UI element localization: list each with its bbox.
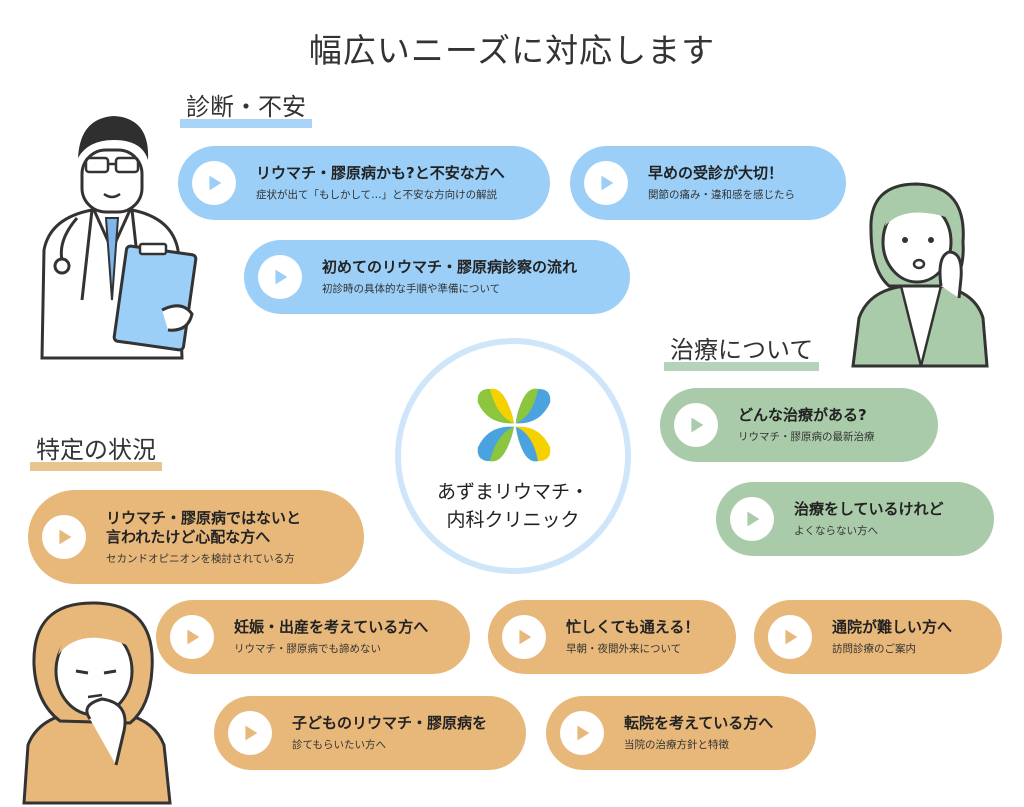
- play-icon: [768, 615, 812, 659]
- play-icon: [192, 161, 236, 205]
- card-subtitle: 関節の痛み・違和感を感じたら: [648, 189, 795, 201]
- play-icon: [560, 711, 604, 755]
- card-title-line2: 言われたけど心配な方へ: [106, 527, 271, 546]
- card-home-visit[interactable]: 通院が難しい方へ 訪問診療のご案内: [754, 600, 1002, 674]
- card-subtitle: 早朝・夜間外来について: [566, 643, 682, 655]
- play-icon: [584, 161, 628, 205]
- card-second-opinion[interactable]: リウマチ・膠原病ではないと 言われたけど心配な方へ セカンドオピニオンを検討され…: [28, 490, 364, 584]
- card-title: リウマチ・膠原病かも?と不安な方へ: [256, 164, 505, 182]
- card-busy-schedule[interactable]: 忙しくても通える！ 早朝・夜間外来について: [488, 600, 736, 674]
- section-special: 特定の状況: [30, 435, 162, 471]
- play-icon: [42, 515, 86, 559]
- card-title: 転院を考えている方へ: [624, 714, 774, 732]
- card-title: 通院が難しい方へ: [832, 618, 953, 636]
- card-early-consultation[interactable]: 早めの受診が大切！ 関節の痛み・違和感を感じたら: [570, 146, 846, 220]
- card-title: どんな治療がある?: [738, 406, 867, 424]
- section-treatment: 治療について: [664, 335, 820, 371]
- card-subtitle: 症状が出て「もしかして…」と不安な方向けの解説: [256, 189, 498, 201]
- play-icon: [502, 615, 546, 659]
- card-title: 忙しくても通える！: [566, 618, 700, 636]
- page-title: 幅広いニーズに対応します: [308, 31, 716, 70]
- clinic-logo-icon: [477, 388, 551, 462]
- card-title: 初めてのリウマチ・膠原病診察の流れ: [322, 258, 578, 276]
- card-subtitle: 訪問診療のご案内: [832, 643, 916, 655]
- play-icon: [730, 497, 774, 541]
- card-subtitle: セカンドオピニオンを検討されている方: [106, 552, 295, 565]
- play-icon: [228, 711, 272, 755]
- card-treatment-not-improving[interactable]: 治療をしているけれど よくならない方へ: [716, 482, 994, 556]
- clinic-name-line2: 内科クリニック: [446, 509, 580, 531]
- card-title: 妊娠・出産を考えている方へ: [234, 618, 429, 636]
- card-treatment-options[interactable]: どんな治療がある? リウマチ・膠原病の最新治療: [660, 388, 938, 462]
- card-title: 早めの受診が大切！: [648, 164, 784, 182]
- card-subtitle: 初診時の具体的な手順や準備について: [322, 283, 501, 295]
- thinking-person-illustration: [22, 601, 172, 805]
- card-worried-about-rheumatism[interactable]: リウマチ・膠原病かも?と不安な方へ 症状が出て「もしかして…」と不安な方向けの解…: [178, 146, 550, 220]
- card-subtitle: 当院の治療方針と特徴: [624, 739, 729, 751]
- clinic-center-circle: あずまリウマチ・ 内科クリニック: [395, 338, 631, 574]
- card-subtitle: リウマチ・膠原病の最新治療: [738, 431, 875, 443]
- play-icon: [170, 615, 214, 659]
- card-subtitle: 診てもらいたい方へ: [292, 739, 386, 751]
- doctor-illustration: [40, 116, 198, 360]
- woman-illustration: [851, 182, 989, 368]
- card-title-line1: リウマチ・膠原病ではないと: [106, 508, 302, 527]
- play-icon: [258, 255, 302, 299]
- card-title: 子どものリウマチ・膠原病を: [292, 714, 488, 732]
- card-pediatric[interactable]: 子どものリウマチ・膠原病を 診てもらいたい方へ: [214, 696, 526, 770]
- clinic-name: あずまリウマチ・ 内科クリニック: [401, 478, 625, 534]
- card-first-visit-flow[interactable]: 初めてのリウマチ・膠原病診察の流れ 初診時の具体的な手順や準備について: [244, 240, 630, 314]
- card-subtitle: よくならない方へ: [794, 525, 878, 537]
- section-diagnosis: 診断・不安: [180, 92, 312, 128]
- clinic-name-line1: あずまリウマチ・: [436, 481, 589, 503]
- card-pregnancy[interactable]: 妊娠・出産を考えている方へ リウマチ・膠原病でも諦めない: [156, 600, 470, 674]
- play-icon: [674, 403, 718, 447]
- card-subtitle: リウマチ・膠原病でも諦めない: [234, 643, 381, 655]
- card-transfer[interactable]: 転院を考えている方へ 当院の治療方針と特徴: [546, 696, 816, 770]
- card-title: 治療をしているけれど: [794, 500, 944, 518]
